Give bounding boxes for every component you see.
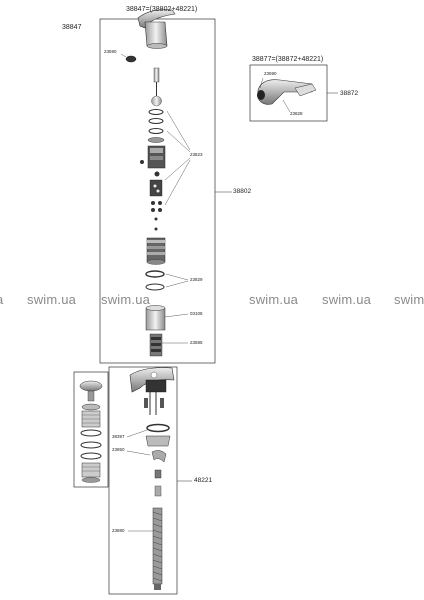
sleeve-03108 bbox=[145, 305, 166, 357]
inset-formula: 38877=(38872+48221) bbox=[252, 56, 324, 63]
callout-23585: 23585 bbox=[190, 340, 203, 345]
flexible-hose bbox=[152, 507, 163, 590]
inset-lever bbox=[257, 79, 317, 105]
spindle-parts bbox=[147, 67, 165, 143]
formula-top: 38847=(38802+48221) bbox=[126, 6, 198, 13]
mounting-parts bbox=[145, 423, 171, 497]
callout-23823: 23823 bbox=[190, 152, 203, 157]
watermark-text: swim.ua bbox=[322, 292, 372, 307]
frame-waste bbox=[73, 371, 109, 488]
inset-callout-23590: 23590 bbox=[264, 71, 277, 76]
code-top: 38847 bbox=[62, 24, 82, 31]
cartridge-lower bbox=[145, 237, 166, 291]
waste-parts bbox=[79, 380, 103, 483]
inset-callout-23828: 23828 bbox=[290, 111, 303, 116]
inset-code: 38872 bbox=[340, 90, 359, 97]
spout-body bbox=[129, 367, 175, 415]
callout-23850: 23850 bbox=[112, 447, 125, 452]
watermark-text: swim.ua bbox=[249, 292, 299, 307]
callout-03108: 03108 bbox=[190, 311, 203, 316]
cartridge-upper bbox=[140, 145, 166, 231]
callout-23829: 23829 bbox=[190, 277, 203, 282]
watermark-text: swim.ua bbox=[27, 292, 77, 307]
callout-38397: 38397 bbox=[112, 434, 125, 439]
callout-23590-top: 23590 bbox=[104, 49, 117, 54]
watermark-text: swim bbox=[394, 292, 424, 307]
lever-handle bbox=[137, 9, 176, 49]
watermark-text: swim.ua bbox=[101, 292, 151, 307]
callout-23880: 23880 bbox=[112, 528, 125, 533]
cap-23590 bbox=[125, 55, 137, 63]
frame-48221 bbox=[108, 366, 178, 595]
callout-38802: 38802 bbox=[233, 188, 252, 195]
frame-38802 bbox=[99, 18, 216, 364]
watermark-text: a bbox=[0, 292, 3, 307]
callout-48221: 48221 bbox=[194, 477, 213, 484]
